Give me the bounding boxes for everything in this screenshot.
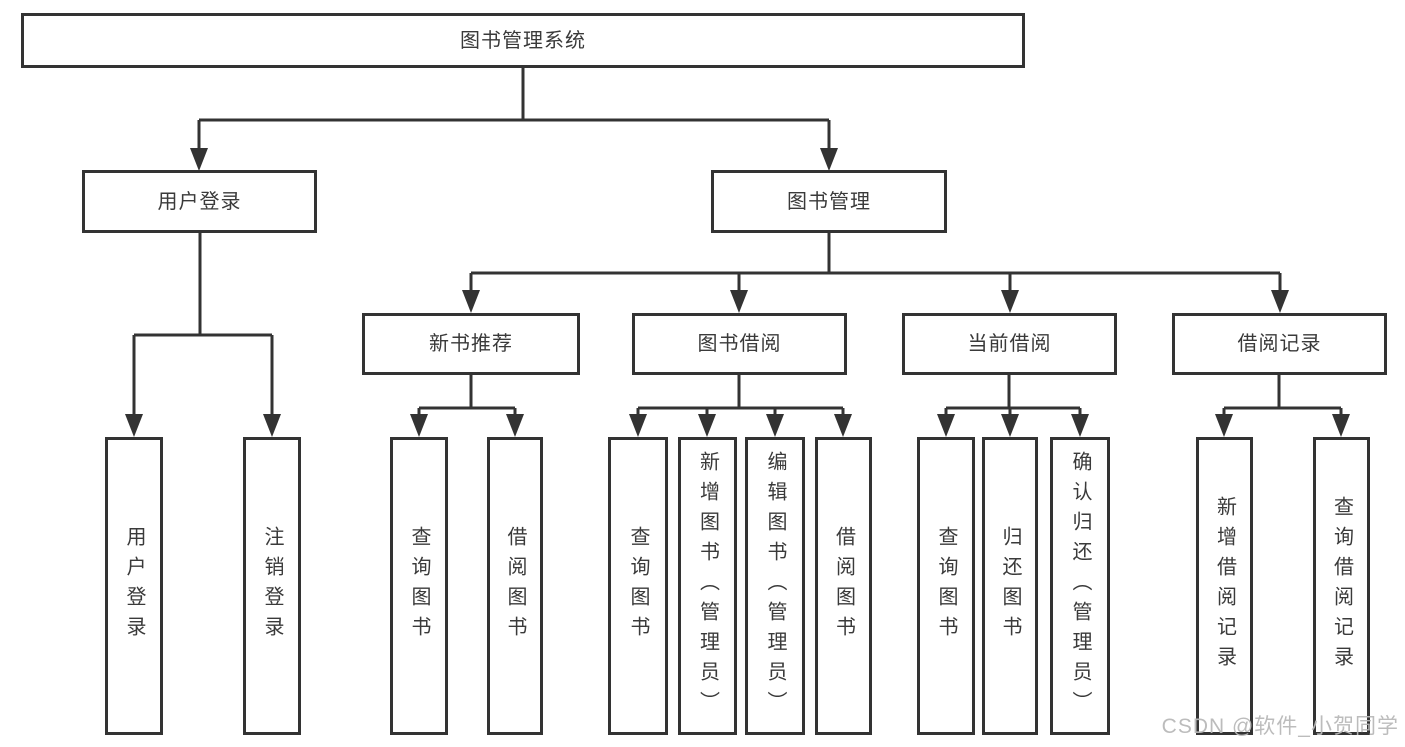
watermark: CSDN @软件_小贺同学 — [1161, 715, 1399, 738]
node-book-borrowing: 图书借阅 — [632, 313, 847, 375]
leaf-query-books-recommend: 查询图书 — [390, 437, 448, 735]
leaf-query-books-current: 查询图书 — [917, 437, 975, 735]
leaf-query-books-borrow: 查询图书 — [608, 437, 668, 735]
leaf-confirm-return-admin: 确认归还（管理员） — [1050, 437, 1110, 735]
leaf-edit-book-admin: 编辑图书（管理员） — [745, 437, 805, 735]
leaf-add-borrow-record: 新增借阅记录 — [1196, 437, 1253, 735]
connector-root-split — [190, 68, 838, 171]
node-user-login: 用户登录 — [82, 170, 317, 233]
leaf-borrow-books-recommend: 借阅图书 — [487, 437, 543, 735]
connector-new-book-split — [410, 375, 524, 437]
node-current-borrowing: 当前借阅 — [902, 313, 1117, 375]
connector-book-borrow-split — [629, 375, 852, 437]
node-root-system: 图书管理系统 — [21, 13, 1025, 68]
node-book-management: 图书管理 — [711, 170, 947, 233]
leaf-user-login: 用户登录 — [105, 437, 163, 735]
leaf-borrow-books: 借阅图书 — [815, 437, 872, 735]
node-new-book-recommend: 新书推荐 — [362, 313, 580, 375]
connector-borrow-records-split — [1215, 375, 1350, 437]
connector-current-borrow-split — [937, 375, 1089, 437]
leaf-query-borrow-record: 查询借阅记录 — [1313, 437, 1370, 735]
leaf-logout: 注销登录 — [243, 437, 301, 735]
connector-user-login-split — [125, 233, 281, 437]
leaf-return-book: 归还图书 — [982, 437, 1038, 735]
connector-book-management-split — [462, 233, 1289, 313]
leaf-add-book-admin: 新增图书（管理员） — [678, 437, 737, 735]
node-borrowing-records: 借阅记录 — [1172, 313, 1387, 375]
